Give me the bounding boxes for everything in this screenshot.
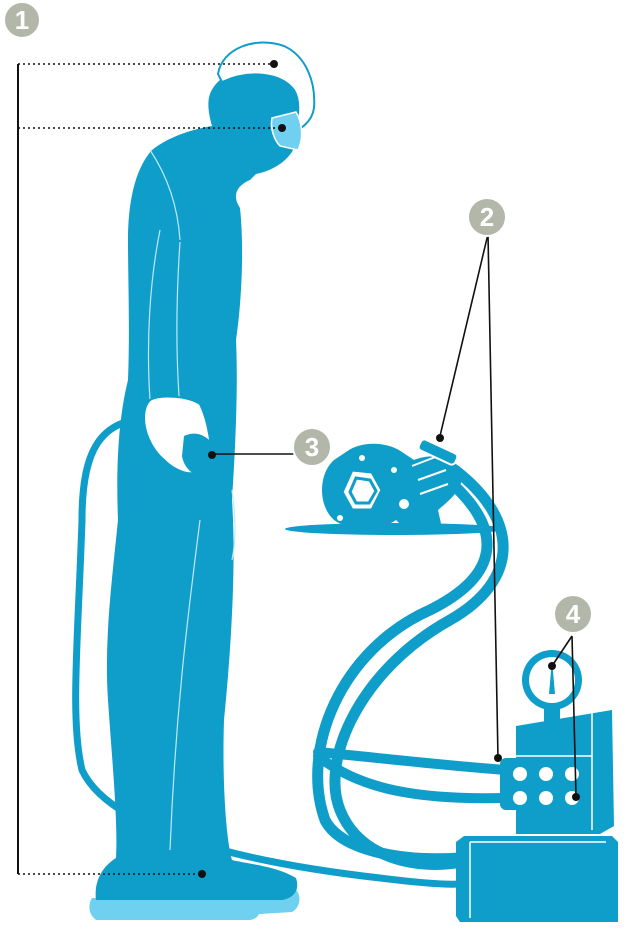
dot [278,124,286,132]
callout-badge-4: 4 [554,595,592,633]
dot [494,754,502,762]
pump-base [456,836,618,922]
coupling [539,791,553,805]
dot [198,870,206,878]
bolt [391,467,397,473]
dot [270,60,278,68]
dot [548,662,556,670]
svg-text:4: 4 [566,599,581,629]
coupling-leader-wrench [440,234,488,436]
coupling-leader-pump [488,234,498,758]
bolt [337,515,343,521]
callout-badge-3: 3 [293,428,331,466]
shoe-soles [89,898,259,920]
callout-badge-1: 1 [4,2,40,38]
callout-badge-2: 2 [468,198,506,236]
hydraulic-pump [456,650,618,922]
dot [572,793,580,801]
svg-text:2: 2 [480,202,494,232]
work-surface [285,523,505,535]
coupling [513,767,527,781]
coupling [565,767,579,781]
bolt [359,455,365,461]
svg-text:1: 1 [15,5,29,35]
coupling [513,791,527,805]
coupling [539,767,553,781]
worker-body [96,67,300,900]
worker-figure [89,42,314,920]
leader-lines [18,64,576,874]
bolt [399,499,409,509]
gauge-stem [544,708,560,728]
svg-text:3: 3 [305,432,319,462]
pump-hose-upper [318,752,505,770]
dot [436,434,444,442]
dot [208,451,216,459]
